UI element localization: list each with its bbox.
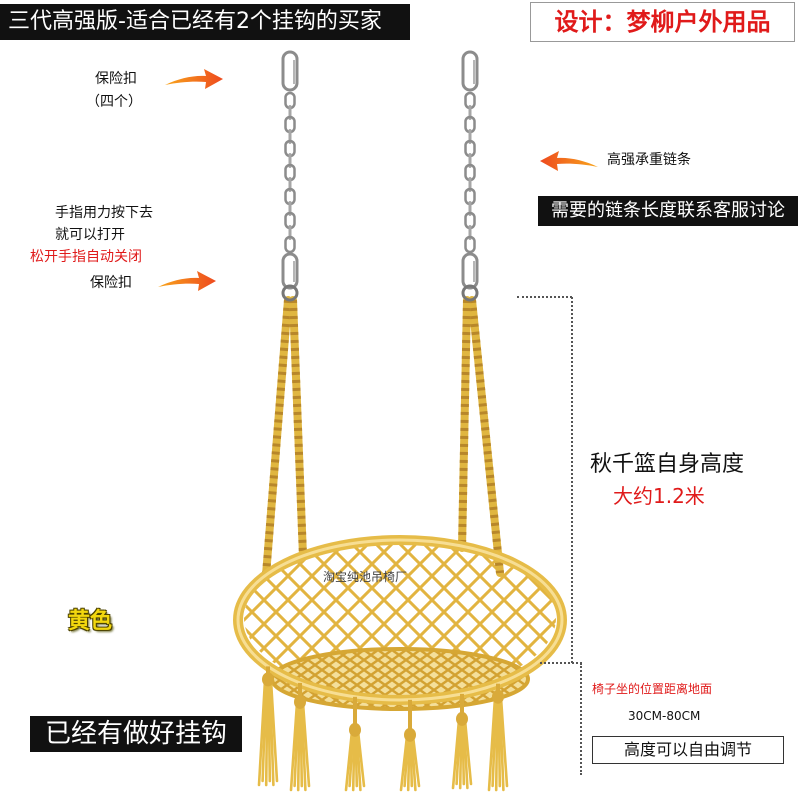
hook-banner-text: 已经有做好挂钩 <box>44 719 227 749</box>
tassel-knot <box>294 694 306 709</box>
orange-arrow-right-icon <box>158 271 216 291</box>
tassel-strand <box>300 701 307 792</box>
tassel-strand <box>301 701 311 788</box>
tassel-strand <box>348 729 355 788</box>
tassel-strand <box>355 729 362 792</box>
tassel-strand <box>354 729 359 788</box>
carabiner-bottom-left <box>281 252 299 302</box>
tassel-knot <box>404 727 416 742</box>
designer-box: 设计：梦柳户外用品 <box>530 2 795 42</box>
tassel-knot <box>492 689 504 704</box>
watermark: 淘宝纯池吊椅厂 <box>323 570 408 584</box>
orange-arrow-right-icon <box>165 69 223 89</box>
tassel-strand <box>487 696 497 792</box>
chain-link <box>464 235 476 254</box>
tassel-strand <box>267 679 272 783</box>
press-instruction: 手指用力按下去 <box>55 205 153 221</box>
chain-link <box>284 235 296 254</box>
tassel-strand <box>410 734 417 792</box>
tassel <box>399 699 421 792</box>
tassel-strand <box>268 679 275 787</box>
tassel-knot <box>456 711 468 726</box>
tassel <box>487 683 509 792</box>
tassel-strand <box>356 729 366 788</box>
tassel-strand <box>463 718 473 786</box>
tassel-strand <box>406 734 411 792</box>
chain-length-note: 需要的链条长度联系客服讨论 <box>551 200 785 221</box>
tassel <box>344 696 366 792</box>
rope-right-inner <box>458 296 471 552</box>
adjustable-note-box: 高度可以自由调节 <box>592 736 784 764</box>
tassel-strand <box>451 718 461 790</box>
tassel-strand <box>344 729 354 792</box>
tassel-knot <box>262 672 274 687</box>
tassel <box>451 693 473 790</box>
carabiner-bottom-right <box>461 252 479 302</box>
top-clip-count: （四个） <box>86 94 142 110</box>
top-banner: 三代高强版-适合已经有2个挂钩的买家 <box>0 4 410 40</box>
tassel-strand <box>296 701 301 792</box>
basket-height-title: 秋千篮自身高度 <box>590 452 745 477</box>
tassel-fringe <box>257 666 509 792</box>
basket-ring-highlight <box>236 538 564 702</box>
color-option-label: 黄色 <box>68 609 113 634</box>
carabiner-top-right <box>461 50 479 92</box>
tassel-strand <box>257 679 267 787</box>
adjustable-note: 高度可以自由调节 <box>623 740 752 759</box>
open-instruction: 就可以打开 <box>55 227 125 243</box>
tassel-strand <box>403 734 410 788</box>
release-instruction: 松开手指自动关闭 <box>30 249 142 265</box>
designer-text: 设计：梦柳户外用品 <box>554 8 771 36</box>
tassel-strand <box>261 679 268 783</box>
tassel-strand <box>497 696 502 788</box>
tassel-strand <box>461 718 466 786</box>
basket-height-value: 大约1.2米 <box>613 484 705 508</box>
seat-height-range: 30CM-80CM <box>628 709 701 723</box>
height-marker-top <box>517 296 572 298</box>
chains <box>284 91 476 254</box>
carabiner-top-left <box>281 50 299 92</box>
tassel-strand <box>409 734 414 788</box>
seat-marker <box>540 662 582 664</box>
top-banner-text: 三代高强版-适合已经有2个挂钩的买家 <box>8 9 382 34</box>
tassel-strand <box>351 729 356 792</box>
rope-left-outer <box>262 296 292 579</box>
tassel-strand <box>499 696 509 788</box>
rope-left-inner <box>289 296 307 560</box>
tassel-strand <box>269 679 279 783</box>
top-clip-label: 保险扣 <box>95 71 137 87</box>
tassel-strand <box>498 696 505 792</box>
seat-height-line <box>580 663 582 775</box>
tassel-strand <box>264 679 269 787</box>
seat-height-title: 椅子坐的位置距离地面 <box>592 682 713 696</box>
chain-length-banner: 需要的链条长度联系客服讨论 <box>538 196 798 226</box>
rope-right-outer <box>468 296 504 577</box>
basket-height-line <box>571 297 573 663</box>
tassel <box>289 682 311 792</box>
tassel <box>257 666 279 787</box>
tassel-strand <box>494 696 499 792</box>
hook-banner: 已经有做好挂钩 <box>30 716 242 752</box>
tassel-strand <box>293 701 300 788</box>
tassel-strand <box>491 696 498 788</box>
tassel-strand <box>289 701 299 792</box>
tassel-strand <box>299 701 304 788</box>
tassel-strand <box>462 718 469 790</box>
chain-label: 高强承重链条 <box>607 152 691 168</box>
tassel-strand <box>399 734 409 792</box>
bottom-clip-label: 保险扣 <box>90 275 132 291</box>
orange-arrow-left-icon <box>540 151 598 171</box>
tassel-knot <box>349 722 361 737</box>
tassel-strand <box>411 734 421 788</box>
tassel-strand <box>458 718 463 790</box>
tassel-strand <box>455 718 462 786</box>
